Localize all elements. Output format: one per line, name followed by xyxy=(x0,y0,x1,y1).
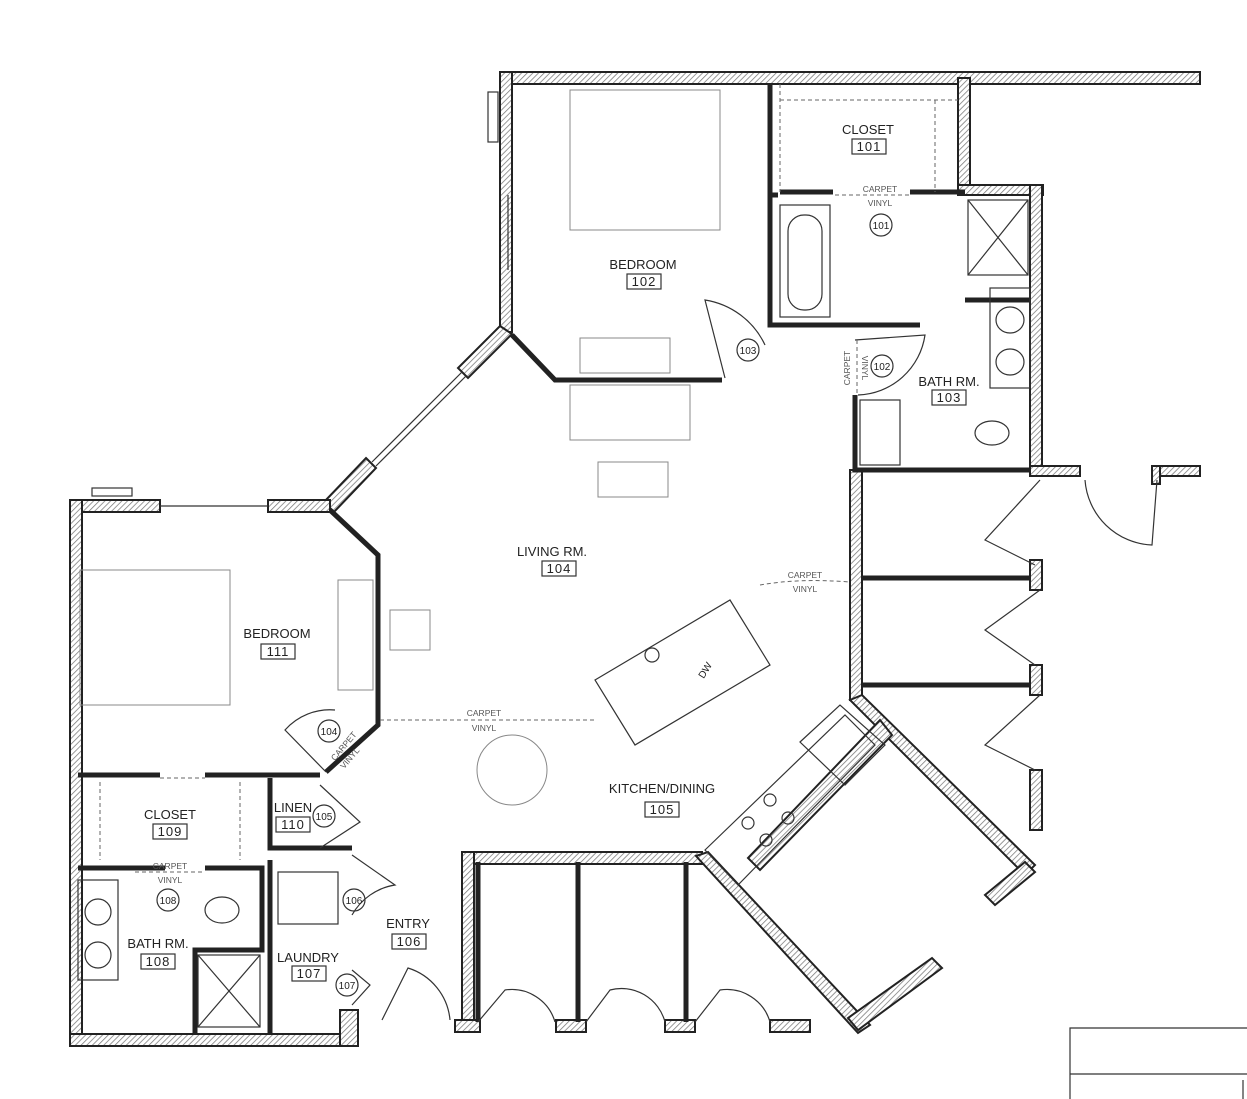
door-tag-103: 103 xyxy=(736,338,760,362)
fixtures: DW xyxy=(77,89,1031,1028)
svg-text:106: 106 xyxy=(346,896,363,907)
exterior-walls xyxy=(69,71,1201,1047)
counter xyxy=(799,704,886,786)
room-bedroom-102: BEDROOM 102 xyxy=(609,257,677,290)
vanity-108 xyxy=(77,879,119,981)
sofa xyxy=(569,384,691,441)
room-entry-106: ENTRY 106 xyxy=(386,916,430,950)
svg-text:102: 102 xyxy=(874,362,891,373)
door-tag-105: 105 xyxy=(312,804,336,828)
bed-102 xyxy=(569,89,721,231)
dresser xyxy=(337,579,374,691)
svg-text:CARPET: CARPET xyxy=(153,861,187,871)
room-living-104: LIVING RM. 104 xyxy=(517,544,587,577)
svg-text:ENTRY: ENTRY xyxy=(386,916,430,931)
room-closet-101: CLOSET 101 xyxy=(842,122,894,155)
door-tag-101: 101 xyxy=(869,213,893,237)
door-tag-102: 102 xyxy=(870,354,894,378)
svg-text:109: 109 xyxy=(158,824,183,839)
svg-text:VINYL: VINYL xyxy=(860,356,870,381)
doors xyxy=(99,84,1158,1023)
room-bath-108: BATH RM. 108 xyxy=(127,936,189,970)
armchair xyxy=(389,609,431,651)
svg-text:108: 108 xyxy=(146,954,171,969)
coffee-table xyxy=(597,461,669,498)
svg-text:CLOSET: CLOSET xyxy=(144,807,196,822)
shower-103 xyxy=(967,199,1029,276)
toilet-103 xyxy=(974,420,1010,446)
svg-text:105: 105 xyxy=(650,802,675,817)
bed-111 xyxy=(79,569,231,706)
svg-text:103: 103 xyxy=(937,390,962,405)
interior-walls xyxy=(78,84,1030,1035)
svg-text:CARPET: CARPET xyxy=(863,184,897,194)
svg-text:CARPET: CARPET xyxy=(467,708,501,718)
toilet-108 xyxy=(204,896,240,924)
vanity-103 xyxy=(989,287,1031,389)
title-block xyxy=(1069,1027,1247,1099)
svg-text:107: 107 xyxy=(297,966,322,981)
svg-text:105: 105 xyxy=(316,812,333,823)
kitchen-island xyxy=(594,599,771,746)
dresser-102 xyxy=(579,337,671,374)
room-bedroom-111: BEDROOM 111 xyxy=(243,626,311,660)
svg-text:107: 107 xyxy=(339,981,356,992)
svg-text:104: 104 xyxy=(321,727,338,738)
dining-table xyxy=(476,734,548,806)
svg-text:106: 106 xyxy=(397,934,422,949)
svg-text:LINEN: LINEN xyxy=(274,800,312,815)
svg-text:VINYL: VINYL xyxy=(158,875,183,885)
svg-text:VINYL: VINYL xyxy=(472,723,497,733)
windows xyxy=(91,91,509,507)
room-closet-109: CLOSET 109 xyxy=(144,807,196,840)
door-tag-106: 106 xyxy=(342,888,366,912)
svg-text:101: 101 xyxy=(857,139,882,154)
dishwasher-label: DW xyxy=(697,660,715,680)
svg-text:VINYL: VINYL xyxy=(793,584,818,594)
svg-text:BATH RM.: BATH RM. xyxy=(127,936,188,951)
room-linen-110: LINEN 110 xyxy=(274,800,312,833)
svg-text:CLOSET: CLOSET xyxy=(842,122,894,137)
svg-text:LAUNDRY: LAUNDRY xyxy=(277,950,339,965)
svg-text:101: 101 xyxy=(873,221,890,232)
door-tags: 101 102 103 104 105 106 107 108 xyxy=(156,213,894,997)
svg-text:102: 102 xyxy=(632,274,657,289)
svg-text:108: 108 xyxy=(160,896,177,907)
svg-text:110: 110 xyxy=(281,817,305,832)
svg-text:111: 111 xyxy=(267,644,290,659)
svg-text:BEDROOM: BEDROOM xyxy=(243,626,310,641)
washer-dryer xyxy=(277,871,339,925)
bathtub xyxy=(779,204,831,318)
door-tag-107: 107 xyxy=(335,973,359,997)
svg-text:LIVING RM.: LIVING RM. xyxy=(517,544,587,559)
room-kitchen-105: KITCHEN/DINING 105 xyxy=(609,781,715,818)
door-tag-104: 104 xyxy=(317,719,341,743)
flooring-transitions: CARPET VINYL CARPET VINYL CARPET VINYL CARP… xyxy=(135,184,910,885)
shower-108 xyxy=(197,954,261,1028)
svg-text:104: 104 xyxy=(547,561,572,576)
door-tag-108: 108 xyxy=(156,888,180,912)
svg-text:VINYL: VINYL xyxy=(868,198,893,208)
svg-text:CARPET: CARPET xyxy=(842,351,852,385)
svg-text:KITCHEN/DINING: KITCHEN/DINING xyxy=(609,781,715,796)
svg-text:BEDROOM: BEDROOM xyxy=(609,257,676,272)
svg-text:103: 103 xyxy=(740,346,757,357)
svg-text:BATH RM.: BATH RM. xyxy=(918,374,979,389)
svg-text:CARPET: CARPET xyxy=(788,570,822,580)
room-bath-103: BATH RM.103 xyxy=(918,374,980,406)
